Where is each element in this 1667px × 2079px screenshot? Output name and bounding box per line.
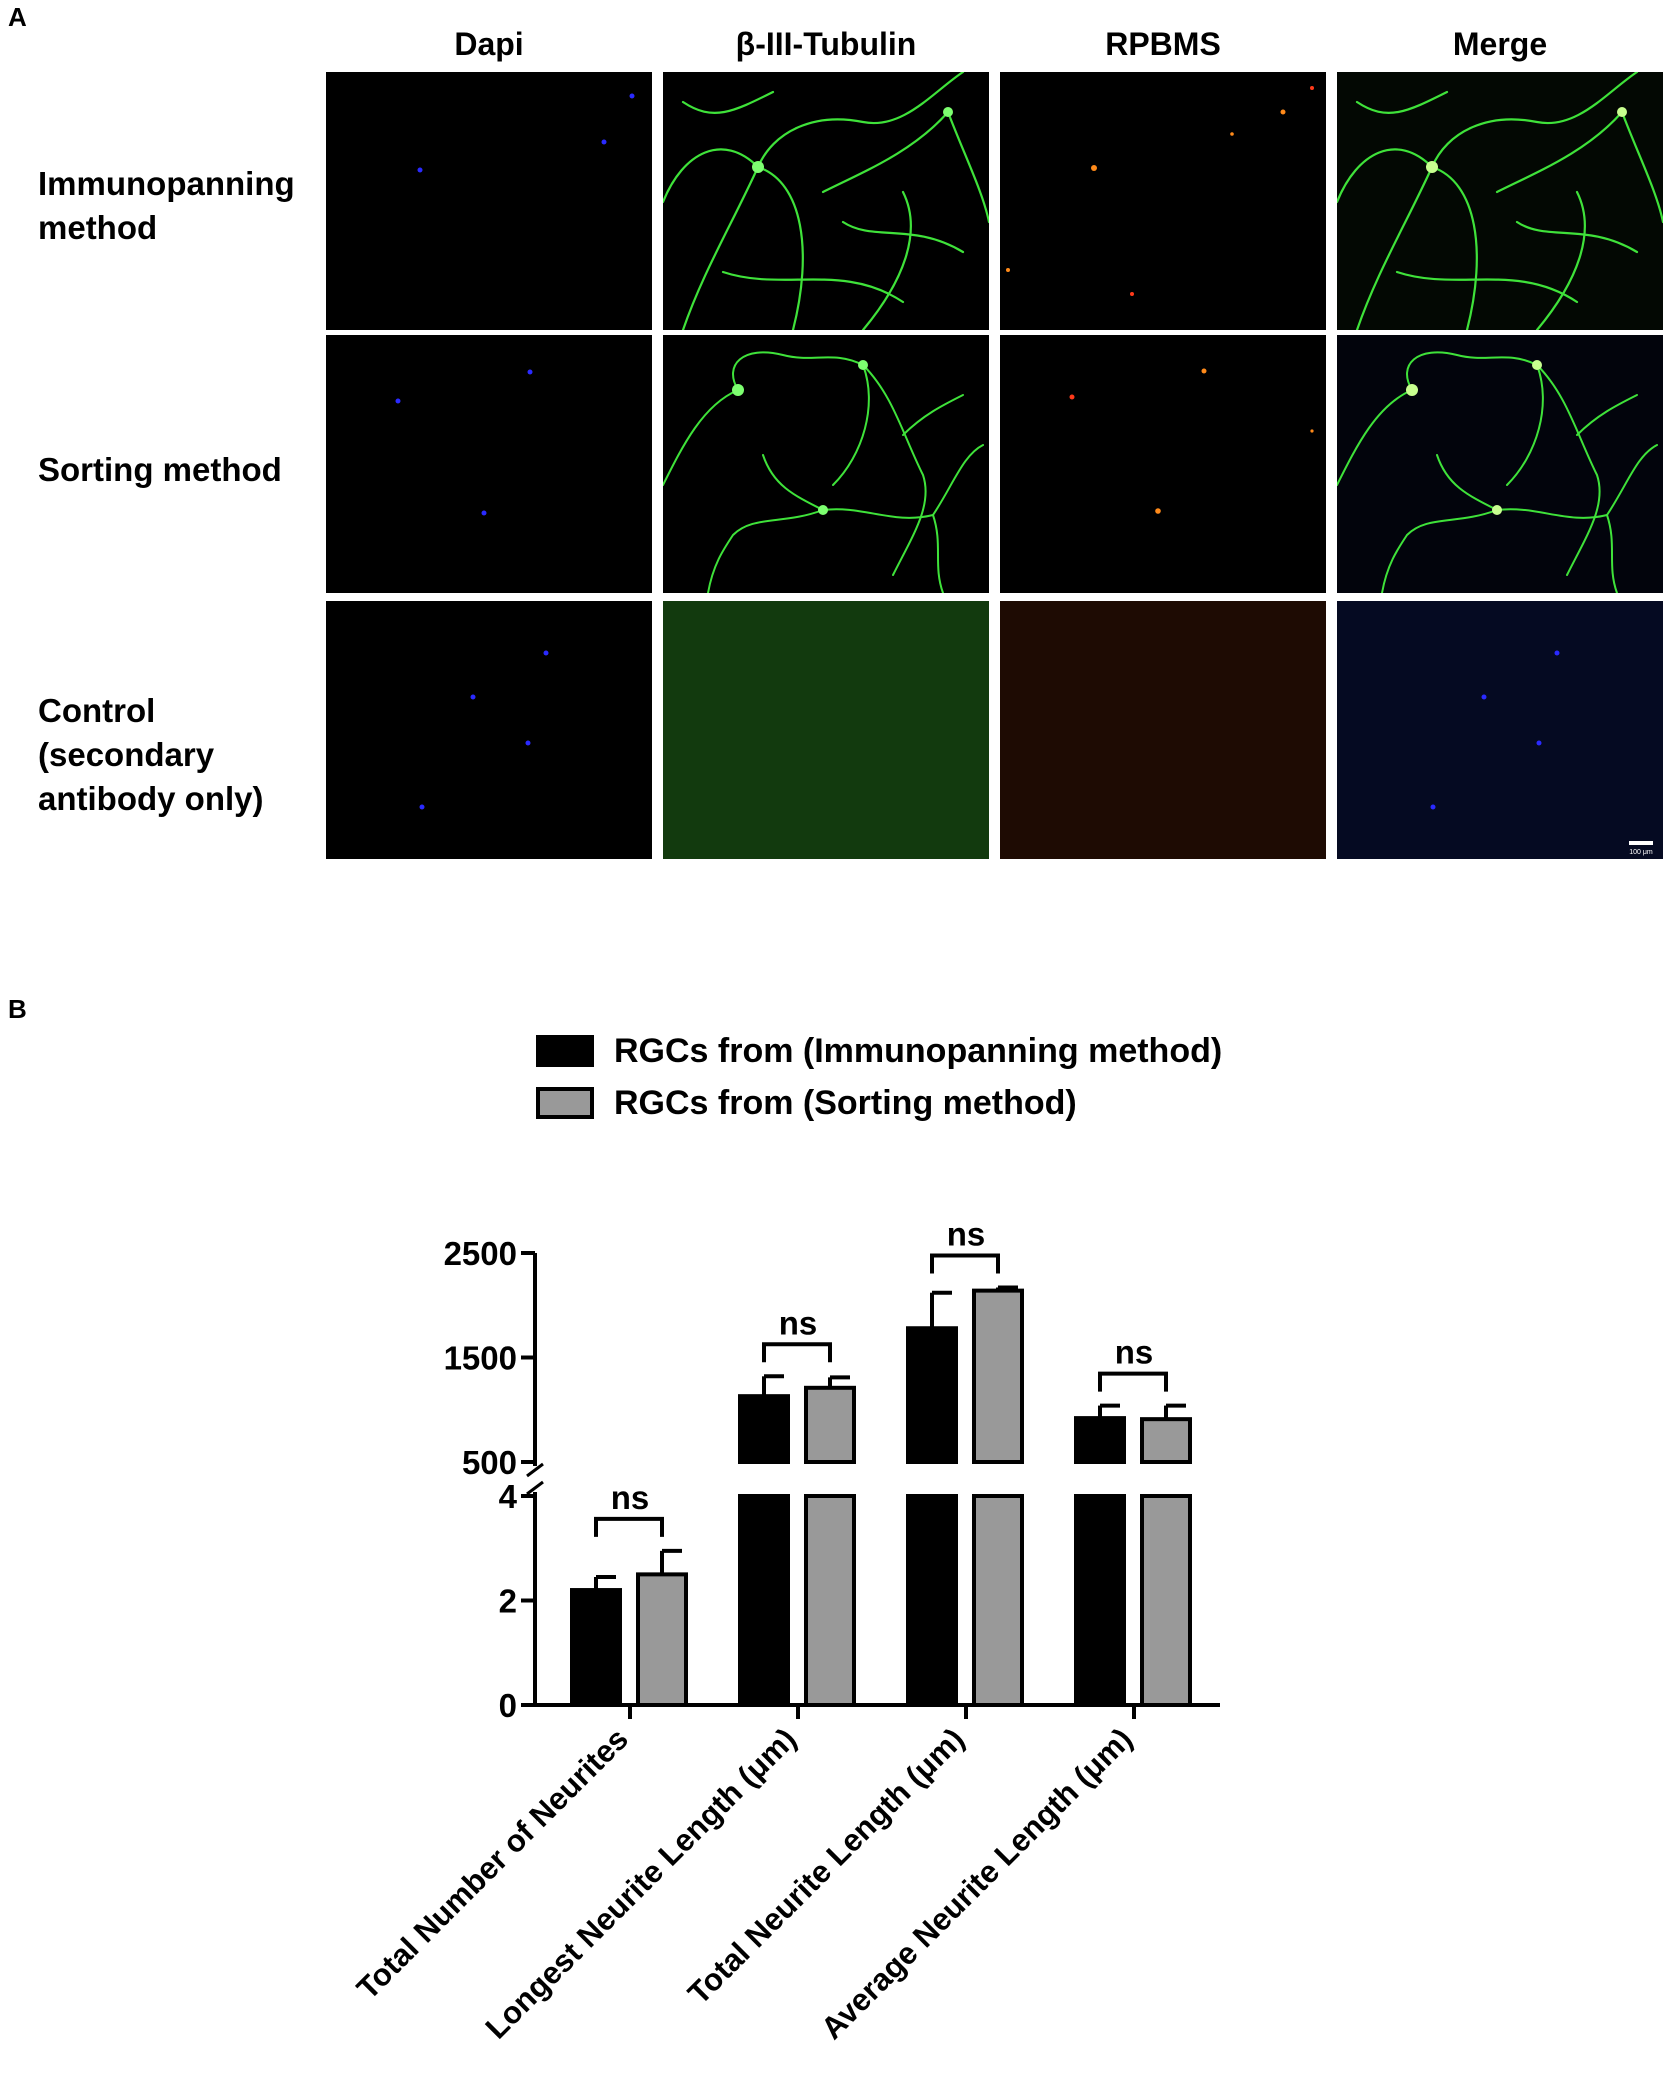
image-immunopanning-dapi bbox=[326, 72, 652, 330]
image-control-rpbms bbox=[1000, 601, 1326, 859]
legend-swatch bbox=[536, 1035, 594, 1067]
image-immunopanning-rpbms bbox=[1000, 72, 1326, 330]
axis-break-mark bbox=[526, 1480, 544, 1496]
x-tick-label: Total Neurite Length (μm) bbox=[681, 1721, 971, 2011]
image-control-merge: 100 μm bbox=[1337, 601, 1663, 859]
row-label-line: Immunopanning bbox=[38, 165, 295, 202]
panel-a-label: A bbox=[8, 2, 27, 32]
row-label-sorting: Sorting method bbox=[38, 448, 282, 492]
significance-bracket bbox=[594, 1516, 664, 1537]
significance-label: ns bbox=[1115, 1334, 1154, 1371]
significance-label: ns bbox=[779, 1304, 818, 1341]
column-header-merge: Merge bbox=[1452, 26, 1548, 62]
y-tick-label: 500 bbox=[462, 1444, 517, 1481]
bar bbox=[738, 1394, 790, 1465]
y-tick-label: 0 bbox=[499, 1687, 517, 1724]
bar bbox=[570, 1588, 622, 1708]
bar-lower-segment bbox=[906, 1494, 958, 1707]
row-label-line: (secondary bbox=[38, 736, 215, 773]
panel-b-label: B bbox=[8, 994, 27, 1024]
bar-lower-segment bbox=[738, 1494, 790, 1707]
x-tick-label: Average Neurite Length (μm) bbox=[814, 1721, 1139, 2046]
bar-lower-segment bbox=[1074, 1494, 1126, 1707]
bar bbox=[972, 1288, 1024, 1464]
significance-bracket bbox=[762, 1342, 832, 1363]
y-tick-label: 2500 bbox=[444, 1235, 517, 1272]
bar bbox=[1074, 1416, 1126, 1464]
image-sorting-rpbms bbox=[1000, 335, 1326, 593]
bar bbox=[804, 1385, 856, 1465]
significance-bracket bbox=[930, 1253, 1000, 1274]
legend-label: RGCs from (Sorting method) bbox=[614, 1084, 1077, 1122]
image-immunopanning-tubulin bbox=[663, 72, 989, 330]
scale-bar bbox=[1629, 841, 1653, 845]
row-label-control: Control (secondary antibody only) bbox=[38, 689, 264, 821]
significance-label: ns bbox=[611, 1479, 650, 1516]
column-header-rpbms: RPBMS bbox=[1105, 26, 1221, 62]
legend-swatch bbox=[536, 1087, 594, 1119]
y-tick-label: 1500 bbox=[444, 1340, 517, 1377]
column-header-tubulin: β-III-Tubulin bbox=[735, 26, 917, 62]
image-control-tubulin bbox=[663, 601, 989, 859]
axis-break-mark bbox=[526, 1462, 544, 1478]
scale-bar-label: 100 μm bbox=[1629, 849, 1653, 856]
bar bbox=[636, 1572, 688, 1707]
image-immunopanning-merge bbox=[1337, 72, 1663, 330]
y-tick-label: 4 bbox=[499, 1478, 518, 1515]
row-label-line: antibody only) bbox=[38, 780, 264, 817]
bar bbox=[906, 1326, 958, 1464]
image-sorting-dapi bbox=[326, 335, 652, 593]
significance-label: ns bbox=[947, 1215, 986, 1252]
column-header-dapi: Dapi bbox=[454, 26, 524, 62]
legend-label: RGCs from (Immunopanning method) bbox=[614, 1032, 1222, 1070]
bar-chart: RGCs from (Immunopanning method) RGCs fro… bbox=[350, 1032, 1222, 2046]
bar-lower-segment bbox=[972, 1494, 1024, 1707]
y-tick-label: 2 bbox=[499, 1583, 517, 1620]
image-control-dapi bbox=[326, 601, 652, 859]
row-label-line: Control bbox=[38, 692, 156, 729]
significance-bracket bbox=[1098, 1371, 1168, 1392]
bar-lower-segment bbox=[1140, 1494, 1192, 1707]
row-label-line: method bbox=[38, 209, 158, 246]
image-sorting-tubulin bbox=[663, 335, 989, 593]
image-sorting-merge bbox=[1337, 335, 1663, 593]
row-label-line: Sorting method bbox=[38, 451, 282, 488]
row-label-immunopanning: Immunopanning method bbox=[38, 162, 295, 250]
x-tick-label: Longest Neurite Length (μm) bbox=[479, 1721, 803, 2045]
bar-lower-segment bbox=[804, 1494, 856, 1707]
bar bbox=[1140, 1417, 1192, 1465]
x-tick-label: Total Number of Neurites bbox=[350, 1721, 635, 2006]
